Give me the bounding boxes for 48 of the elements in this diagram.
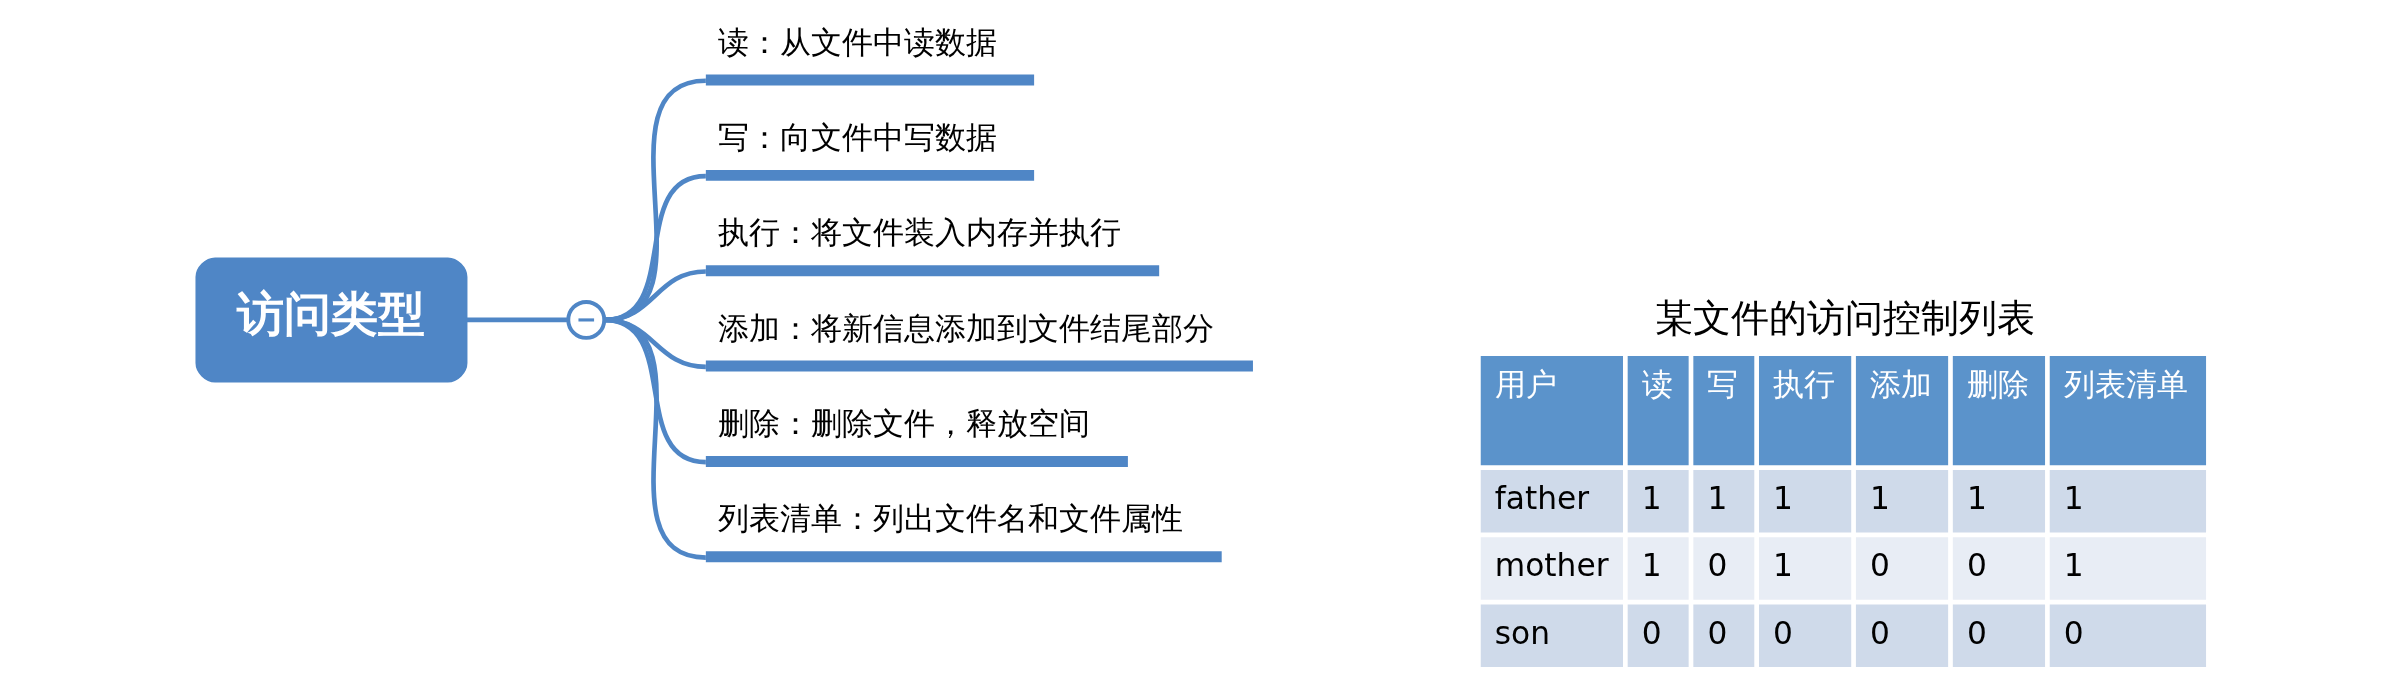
label: 删除 xyxy=(1966,365,2029,402)
node-label: 删除：删除文件，释放空间 xyxy=(717,405,1090,442)
connector xyxy=(603,173,706,323)
label: 添加 xyxy=(1869,365,1932,402)
label: 0 xyxy=(1966,547,1987,584)
label: 0 xyxy=(1706,614,1727,651)
label: 写 xyxy=(1706,365,1738,402)
label: 0 xyxy=(2063,614,2084,651)
label: 1 xyxy=(1966,480,1987,517)
node-label: 读：从文件中读数据 xyxy=(717,23,997,60)
label: 0 xyxy=(1966,614,1987,651)
label: 0 xyxy=(1869,547,1890,584)
label: 1 xyxy=(1641,480,1662,517)
node-box xyxy=(705,455,1128,467)
label: 0 xyxy=(1772,614,1793,651)
label: 1 xyxy=(1706,480,1727,517)
label: 某文件的访问控制列表 xyxy=(1654,298,2035,340)
label: 列表清单 xyxy=(2063,365,2188,402)
node-label: 列表清单：列出文件名和文件属性 xyxy=(717,500,1183,537)
label: 执行 xyxy=(1772,365,1835,402)
connector xyxy=(603,78,706,323)
label: 1 xyxy=(2063,480,2084,517)
label: 读 xyxy=(1641,365,1673,402)
node-box: 访问类型 xyxy=(194,257,467,383)
node-box xyxy=(705,169,1034,181)
connector xyxy=(466,317,568,323)
node-label: 添加：将新信息添加到文件结尾部分 xyxy=(717,309,1214,346)
node-box xyxy=(705,551,1222,563)
label: 0 xyxy=(1641,614,1662,651)
label: 0 xyxy=(1869,614,1890,651)
label: 1 xyxy=(1869,480,1890,517)
label: 1 xyxy=(1772,480,1793,517)
label: 0 xyxy=(1706,547,1727,584)
node-circle xyxy=(565,300,606,340)
node-box xyxy=(705,265,1159,277)
label: father xyxy=(1494,480,1589,517)
node-label: 写：向文件中写数据 xyxy=(717,118,997,155)
label: 用户 xyxy=(1494,365,1557,402)
label: mother xyxy=(1494,547,1609,584)
connector xyxy=(603,317,706,560)
label: son xyxy=(1494,614,1550,651)
connector xyxy=(603,269,706,323)
label: 1 xyxy=(1641,547,1662,584)
label: 1 xyxy=(2063,547,2084,584)
node-box xyxy=(705,74,1034,86)
label: 1 xyxy=(1772,547,1793,584)
node-label: 执行：将文件装入内存并执行 xyxy=(717,214,1121,251)
node-box xyxy=(705,360,1253,372)
